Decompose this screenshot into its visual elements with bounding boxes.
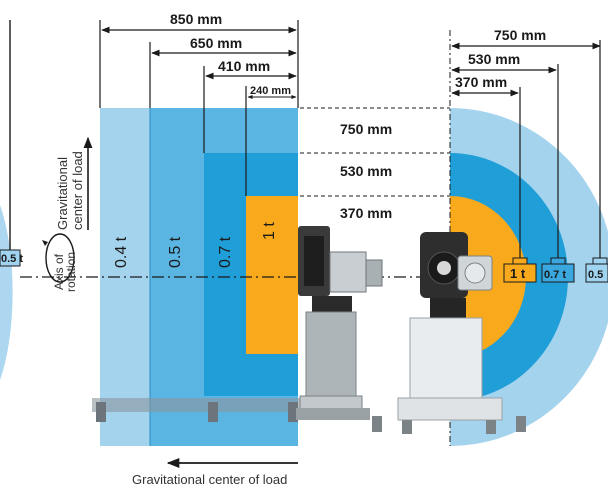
dim-410: 410 mm: [218, 58, 270, 74]
gravity-label-line2: center of load: [70, 151, 85, 230]
gravity-label-line1: Gravitational: [55, 157, 70, 230]
middle-label-370: 370 mm: [340, 205, 392, 221]
dim-650: 650 mm: [190, 35, 242, 51]
middle-radius-lines: [300, 107, 450, 197]
weight-label-05t: 0.5: [588, 269, 603, 281]
zone-label-0-7t: 0.7 t: [217, 236, 234, 268]
weight-icon-05t: 0.5: [585, 257, 608, 283]
weight-label-07t: 0.7 t: [544, 269, 566, 281]
middle-label-530: 530 mm: [340, 163, 392, 179]
left-edge-weight-label: 0.5 t: [1, 253, 23, 265]
right-dimensions: [451, 40, 601, 258]
weight-icon-07t: 0.7 t: [541, 257, 575, 283]
rotation-arrow-icon: [42, 233, 75, 283]
bottom-caption: Gravitational center of load: [132, 472, 287, 487]
dim-right-530: 530 mm: [468, 51, 520, 67]
weight-icon-1t: 1 t: [503, 257, 537, 283]
rotary-unit-front-view: [372, 232, 526, 434]
dim-850: 850 mm: [170, 11, 222, 27]
middle-label-750: 750 mm: [340, 121, 392, 137]
dim-right-370: 370 mm: [455, 74, 507, 90]
axis-label-line2: rotation: [64, 252, 78, 292]
zone-label-0-4t: 0.4 t: [113, 236, 130, 268]
axis-label-line1: Axis of: [52, 253, 66, 290]
zone-label-1t: 1 t: [261, 222, 278, 240]
dim-right-750: 750 mm: [494, 27, 546, 43]
zone-label-0-5t: 0.5 t: [167, 236, 184, 268]
left-edge-partial-zone: 0.5 t: [0, 20, 23, 380]
dim-240: 240 mm: [250, 85, 291, 97]
rotary-unit-side-view: [92, 226, 383, 422]
weight-label-1t: 1 t: [510, 266, 526, 281]
zone-1t: [246, 196, 298, 354]
left-dimensions: [99, 20, 299, 108]
